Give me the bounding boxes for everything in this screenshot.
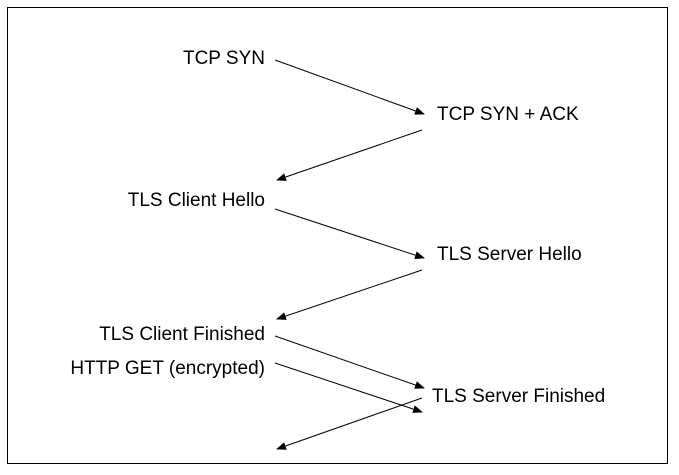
- arrow-tcp-syn-ack: [276, 129, 423, 181]
- arrow-http-get-encrypted: [274, 362, 423, 413]
- label-tls-server-hello: TLS Server Hello: [437, 244, 582, 265]
- label-tls-client-finished: TLS Client Finished: [99, 324, 265, 345]
- arrow-tls-server-finished: [276, 397, 423, 450]
- label-tls-server-finished: TLS Server Finished: [432, 386, 605, 407]
- arrow-tcp-syn: [274, 59, 425, 115]
- arrow-tls-client-hello: [274, 208, 425, 259]
- diagram-frame: [7, 7, 668, 464]
- label-tcp-syn-ack: TCP SYN + ACK: [437, 104, 579, 125]
- label-tcp-syn: TCP SYN: [183, 48, 265, 69]
- arrow-tls-client-finished: [274, 335, 425, 389]
- label-tls-client-hello: TLS Client Hello: [128, 190, 265, 211]
- arrow-tls-server-hello: [276, 269, 423, 320]
- label-http-get-encrypted: HTTP GET (encrypted): [70, 358, 265, 379]
